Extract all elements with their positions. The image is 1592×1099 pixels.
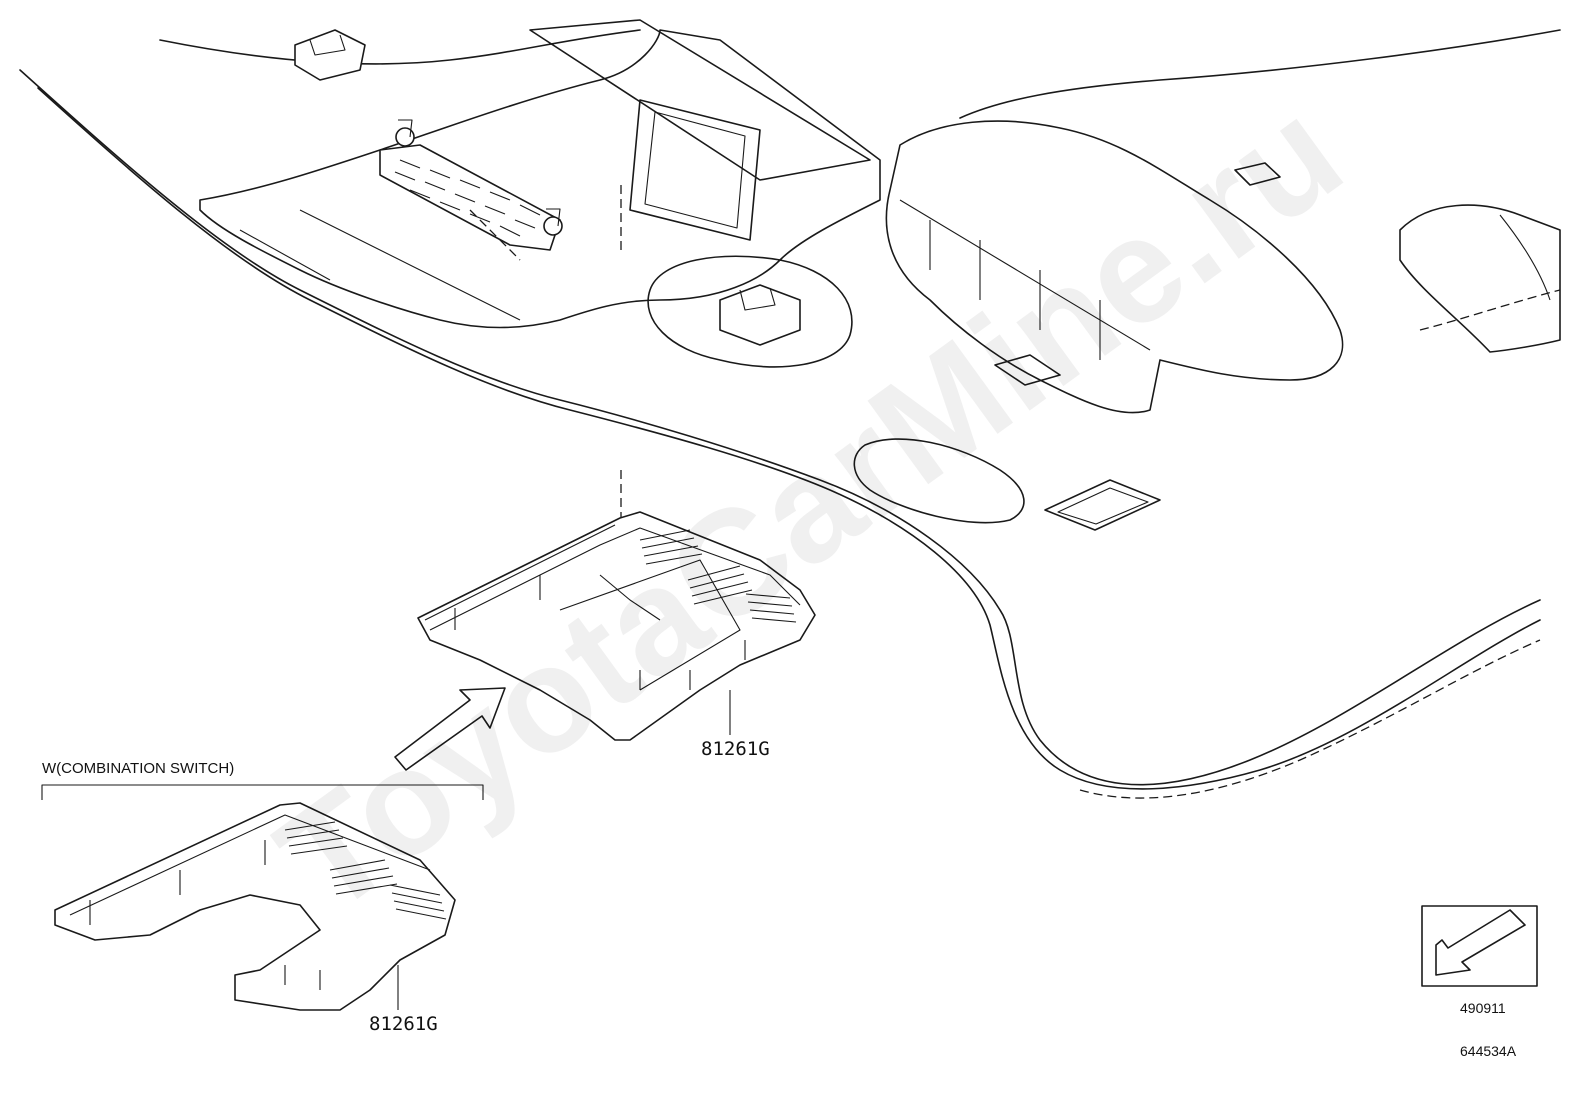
- clip-icon: [647, 255, 853, 368]
- ref-icon-code: 490911: [1460, 1000, 1506, 1016]
- variant-caption: W(COMBINATION SWITCH): [42, 760, 235, 777]
- part-label-variant: 81261G: [369, 1013, 438, 1035]
- console-trim-panel-main: [417, 511, 816, 741]
- sound-insulation-pad: [379, 119, 563, 251]
- roof-headlining: [19, 19, 1561, 799]
- vent-grille: [639, 529, 797, 623]
- front-direction-arrow-icon: [1421, 905, 1538, 987]
- variant-bracket: [41, 784, 484, 800]
- arrow-pointer-icon: [394, 687, 506, 771]
- part-label-main: 81261G: [701, 738, 770, 760]
- console-trim-panel-variant: [54, 802, 456, 1011]
- figure-id: 644534A: [1460, 1043, 1517, 1059]
- clip-icon: [294, 29, 366, 81]
- vent-grille: [284, 821, 447, 920]
